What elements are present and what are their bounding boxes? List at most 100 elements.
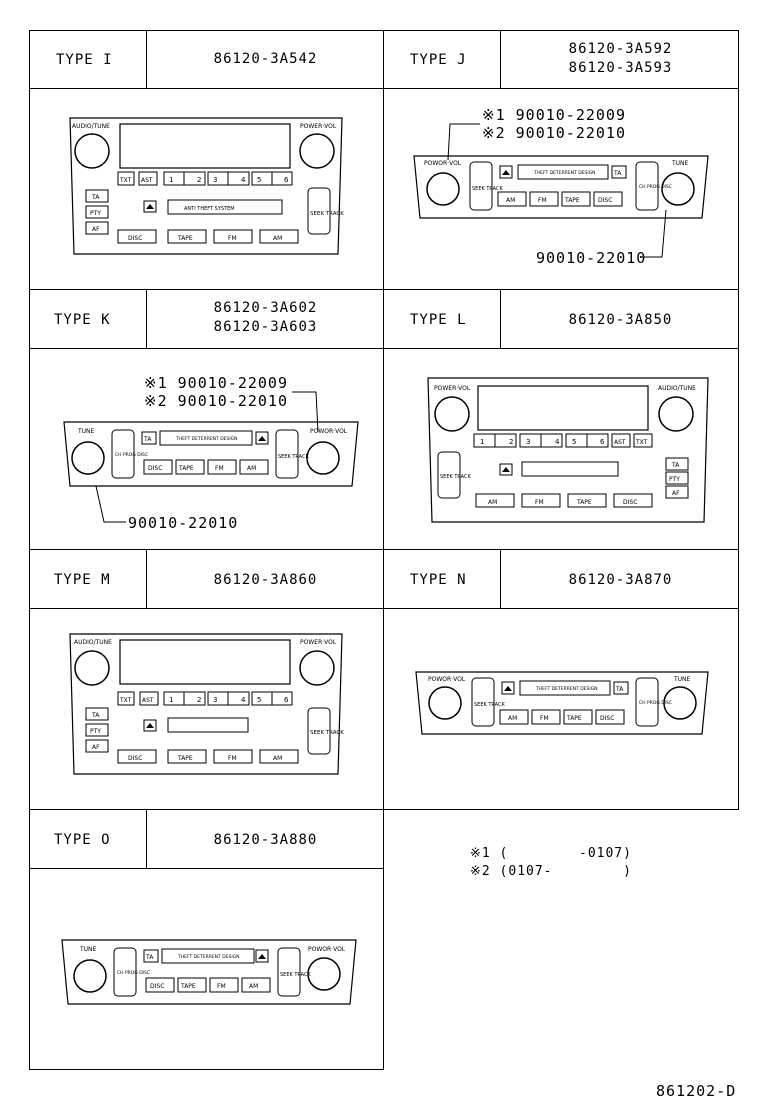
type-m-label: TYPE M — [54, 572, 111, 588]
svg-text:AM: AM — [488, 499, 497, 506]
svg-text:POWOR·VOL: POWOR·VOL — [428, 676, 466, 683]
svg-text:DISC: DISC — [128, 235, 142, 242]
svg-text:2: 2 — [197, 696, 201, 704]
type-o-image-cell — [29, 868, 384, 1070]
svg-text:AUDIO/TUNE: AUDIO/TUNE — [74, 639, 112, 646]
svg-text:POWOR·VOL: POWOR·VOL — [424, 160, 462, 167]
svg-text:CH PROG DISC: CH PROG DISC — [639, 700, 672, 706]
ta-button — [611, 165, 627, 179]
svg-text:AM: AM — [249, 983, 258, 990]
power-vol-knob — [307, 957, 341, 991]
type-k-part-1: 86120-3A602 — [213, 300, 318, 316]
txt-button — [117, 171, 135, 186]
svg-text:TAPE: TAPE — [576, 499, 592, 506]
svg-text:TUNE: TUNE — [673, 676, 691, 683]
eject-button — [143, 200, 157, 213]
type-k-callout-3: 90010-22010 — [128, 514, 239, 532]
svg-text:CH PROG DISC: CH PROG DISC — [117, 970, 150, 976]
type-i-part: 86120-3A542 — [213, 51, 318, 67]
ast-label: AST — [141, 177, 153, 184]
svg-text:TUNE: TUNE — [671, 160, 689, 167]
eject-button — [499, 463, 513, 476]
svg-text:TAPE: TAPE — [566, 715, 582, 722]
type-k-part-2: 86120-3A603 — [213, 319, 318, 335]
svg-text:DISC: DISC — [600, 715, 614, 722]
svg-text:THEFT DETERRENT DESIGN: THEFT DETERRENT DESIGN — [535, 686, 598, 692]
svg-text:POWOR·VOL: POWOR·VOL — [310, 428, 348, 435]
svg-text:SEEK TRACK: SEEK TRACK — [278, 454, 310, 460]
svg-text:TA: TA — [613, 170, 622, 177]
type-j-label: TYPE J — [410, 52, 467, 68]
svg-text:DISC: DISC — [148, 465, 162, 472]
svg-text:THEFT DETERRENT DESIGN: THEFT DETERRENT DESIGN — [533, 170, 596, 176]
svg-text:AST: AST — [142, 697, 154, 704]
svg-text:TA: TA — [615, 686, 624, 693]
svg-text:POWOR·VOL: POWOR·VOL — [308, 946, 346, 953]
svg-text:FM: FM — [228, 755, 237, 762]
cassette-slot — [159, 430, 253, 446]
svg-text:TA: TA — [145, 954, 154, 961]
svg-text:2: 2 — [197, 176, 201, 184]
type-l-part: 86120-3A850 — [568, 312, 673, 328]
tune-knob — [663, 686, 697, 720]
svg-text:1: 1 — [169, 176, 173, 184]
seek-track-button — [471, 677, 495, 727]
type-l-label: TYPE L — [410, 312, 467, 328]
svg-text:TUNE: TUNE — [79, 946, 97, 953]
svg-text:AM: AM — [508, 715, 517, 722]
seek-track-label: SEEK TRACK — [310, 211, 344, 217]
cassette-slot — [519, 680, 611, 696]
ta-label: TA — [91, 194, 100, 201]
power-vol-knob — [434, 396, 470, 432]
svg-text:DISC: DISC — [150, 983, 164, 990]
power-vol-knob — [299, 650, 335, 686]
ch-prog-disc-button — [113, 947, 137, 997]
af-label: AF — [92, 226, 100, 233]
svg-text:TAPE: TAPE — [564, 197, 580, 204]
type-j-part-1: 86120-3A592 — [568, 41, 673, 57]
type-j-radio-panel: POWOR·VOL TUNE SEEK TRACK THEFT DETERREN… — [413, 155, 709, 219]
svg-text:SEEK TRACK: SEEK TRACK — [474, 702, 506, 708]
svg-text:AST: AST — [614, 439, 626, 446]
bottom-buttons — [117, 229, 299, 244]
svg-text:4: 4 — [555, 438, 560, 446]
svg-text:3: 3 — [526, 438, 530, 446]
audio-tune-knob — [74, 133, 110, 169]
type-o-part: 86120-3A880 — [213, 832, 318, 848]
svg-text:TXT: TXT — [635, 439, 648, 446]
svg-text:3: 3 — [213, 176, 217, 184]
type-k-radio-panel: TUNE POWOR·VOL CH PROG DISC TA THEFT DET… — [63, 421, 359, 487]
type-n-part: 86120-3A870 — [568, 572, 673, 588]
tune-knob — [661, 172, 695, 206]
display-window — [119, 639, 291, 685]
svg-text:FM: FM — [538, 197, 547, 204]
note-2: ※2 (0107- ) — [470, 864, 632, 879]
type-o-radio-panel: TUNE POWOR·VOL CH PROG DISC TA THEFT DET… — [61, 939, 357, 1005]
svg-text:4: 4 — [241, 176, 246, 184]
note-1: ※1 ( -0107) — [470, 846, 632, 861]
power-vol-knob — [306, 441, 340, 475]
svg-text:PTY: PTY — [90, 728, 101, 735]
svg-text:6: 6 — [600, 438, 605, 446]
eject-button — [255, 949, 269, 963]
svg-text:THEFT DETERRENT DESIGN: THEFT DETERRENT DESIGN — [175, 436, 238, 442]
pty-button — [85, 205, 109, 219]
type-n-image-cell — [383, 608, 739, 810]
type-n-radio-panel: POWOR·VOL TUNE SEEK TRACK THEFT DETERREN… — [415, 671, 709, 735]
svg-text:CH PROG DISC: CH PROG DISC — [115, 452, 148, 458]
eject-button — [499, 165, 513, 179]
audio-tune-knob — [74, 650, 110, 686]
svg-text:1: 1 — [169, 696, 173, 704]
ta-button — [141, 431, 157, 445]
seek-track-button — [307, 707, 331, 755]
ch-prog-disc-button — [111, 429, 135, 479]
cassette-slot — [167, 199, 283, 215]
ast-button — [138, 171, 158, 186]
type-i-label: TYPE I — [56, 52, 113, 68]
svg-text:FM: FM — [215, 465, 224, 472]
power-vol-knob — [299, 133, 335, 169]
antitheft-label: ANTI THEFT SYSTEM — [184, 206, 235, 212]
